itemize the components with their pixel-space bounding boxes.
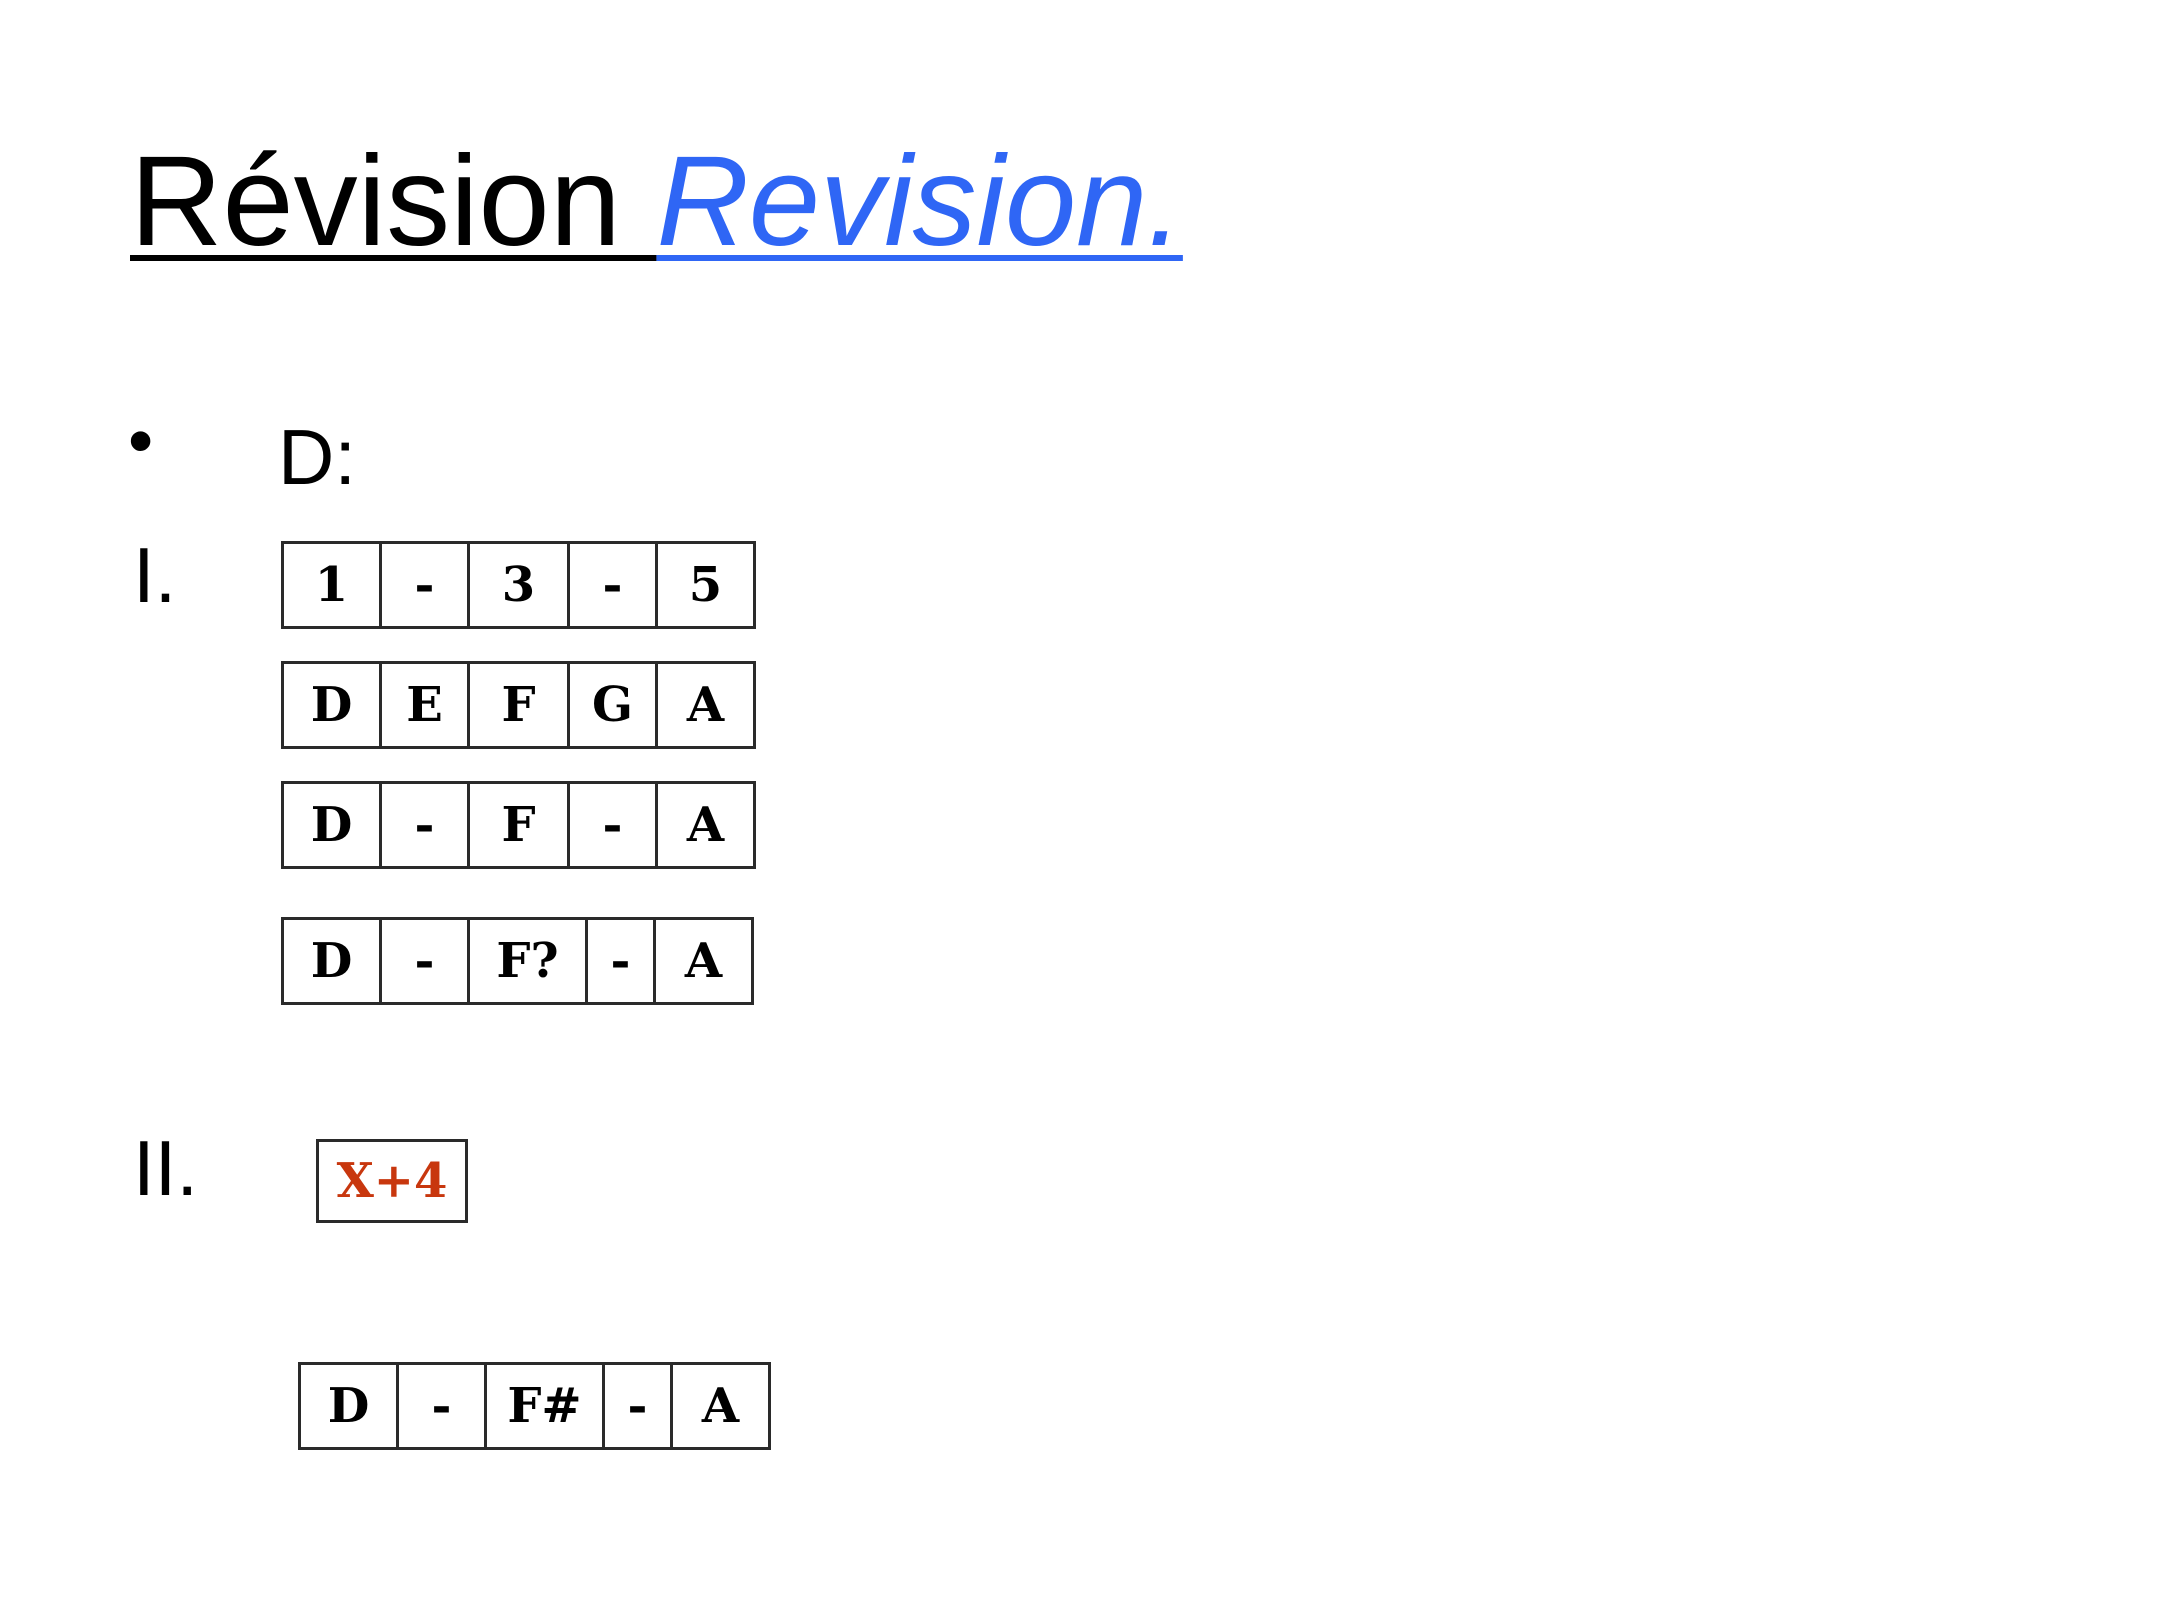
- table-cell: -: [567, 781, 658, 869]
- interval-formula: X+4: [316, 1139, 468, 1223]
- degrees-table: 1 - 3 - 5: [281, 541, 756, 629]
- table-row: D - F - A: [281, 781, 756, 869]
- table-cell: A: [655, 661, 756, 749]
- table-cell: -: [379, 541, 470, 629]
- title-english: Revision.: [656, 130, 1183, 273]
- table-cell: A: [655, 781, 756, 869]
- table-cell: D: [298, 1362, 399, 1450]
- table-cell: -: [396, 1362, 487, 1450]
- slide-title: Révision Revision.: [130, 138, 1183, 266]
- table-cell: 3: [467, 541, 570, 629]
- table-cell: -: [379, 917, 470, 1005]
- table-cell: E: [379, 661, 470, 749]
- table-cell: F: [467, 661, 570, 749]
- table-cell: -: [585, 917, 656, 1005]
- table-cell: 5: [655, 541, 756, 629]
- title-french: Révision: [130, 130, 657, 273]
- table-row: D - F? - A: [281, 917, 754, 1005]
- triad-table: D - F - A: [281, 781, 756, 869]
- table-cell: F#: [484, 1362, 605, 1450]
- table-cell: A: [653, 917, 754, 1005]
- table-cell: D: [281, 917, 382, 1005]
- bullet-icon: •: [128, 401, 154, 481]
- table-cell: G: [567, 661, 658, 749]
- table-cell: D: [281, 661, 382, 749]
- table-row: 1 - 3 - 5: [281, 541, 756, 629]
- answer-table: D - F# - A: [298, 1362, 771, 1450]
- table-cell: -: [567, 541, 658, 629]
- table-cell: 1: [281, 541, 382, 629]
- table-cell: -: [379, 781, 470, 869]
- table-cell: A: [670, 1362, 771, 1450]
- question-table: D - F? - A: [281, 917, 754, 1005]
- table-cell: -: [602, 1362, 673, 1450]
- table-cell: F?: [467, 917, 588, 1005]
- scale-table: D E F G A: [281, 661, 756, 749]
- section-label-2: II.: [133, 1124, 199, 1212]
- table-row: D - F# - A: [298, 1362, 771, 1450]
- table-cell: D: [281, 781, 382, 869]
- table-cell: F: [467, 781, 570, 869]
- table-row: D E F G A: [281, 661, 756, 749]
- bullet-text: D:: [278, 413, 356, 501]
- section-label-1: I.: [133, 531, 177, 619]
